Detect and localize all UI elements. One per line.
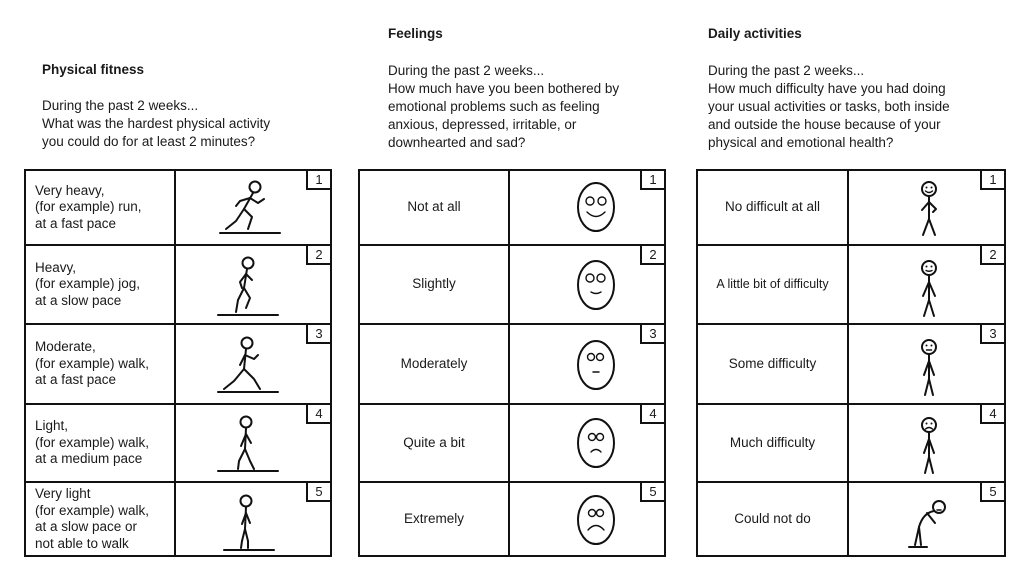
slightly-worried-face-icon: [577, 260, 615, 310]
option-number: 5: [306, 483, 330, 502]
neutral-figure-icon: [921, 339, 937, 396]
jogging-figure-icon: [217, 256, 279, 316]
option-number: 5: [640, 483, 664, 502]
option-number: 4: [306, 405, 330, 424]
table-row[interactable]: Quite a bit 4: [360, 403, 664, 481]
sad-face-icon: [577, 495, 615, 545]
question-line: During the past 2 weeks...: [42, 98, 199, 113]
question-line: and outside the house because of your: [708, 117, 941, 132]
option-label: Not at all: [360, 171, 510, 244]
option-label: Could not do: [698, 483, 849, 555]
slumped-figure-icon: [908, 500, 946, 548]
feelings-table: Not at all 1 Slightly 2: [358, 169, 666, 557]
daily-activities-question: During the past 2 weeks... How much diff…: [708, 62, 950, 152]
option-label: Slightly: [360, 246, 510, 323]
table-row[interactable]: Moderate, (for example) walk, at a fast …: [26, 323, 330, 403]
option-label: No difficult at all: [698, 171, 849, 244]
question-line: During the past 2 weeks...: [388, 63, 545, 78]
option-picture: 1: [510, 171, 664, 244]
question-line: emotional problems such as feeling: [388, 99, 600, 114]
option-picture: 4: [510, 405, 664, 481]
option-number: 3: [980, 325, 1004, 344]
option-number: 2: [640, 246, 664, 265]
neutral-face-icon: [577, 340, 615, 390]
option-number: 5: [980, 483, 1004, 502]
table-row[interactable]: Very light (for example) walk, at a slow…: [26, 481, 330, 555]
table-row[interactable]: Slightly 2: [360, 244, 664, 323]
option-label: Moderately: [360, 325, 510, 403]
table-row[interactable]: Extremely 5: [360, 481, 664, 555]
option-picture: 3: [510, 325, 664, 403]
option-number: 2: [980, 246, 1004, 265]
physical-fitness-question: During the past 2 weeks... What was the …: [42, 97, 270, 151]
option-picture: 1: [176, 171, 330, 244]
option-label: Light, (for example) walk, at a medium p…: [26, 405, 176, 481]
question-line: What was the hardest physical activity: [42, 116, 271, 131]
table-row[interactable]: Very heavy, (for example) run, at a fast…: [26, 171, 330, 244]
table-row[interactable]: Heavy, (for example) jog, at a slow pace…: [26, 244, 330, 323]
feelings-question: During the past 2 weeks... How much have…: [388, 62, 619, 152]
option-number: 3: [306, 325, 330, 344]
option-number: 4: [980, 405, 1004, 424]
option-label: Quite a bit: [360, 405, 510, 481]
fast-walking-figure-icon: [217, 336, 279, 393]
running-figure-icon: [219, 180, 281, 234]
feelings-title: Feelings: [388, 26, 443, 41]
table-row[interactable]: Moderately 3: [360, 323, 664, 403]
question-line: During the past 2 weeks...: [708, 63, 865, 78]
option-picture: 1: [849, 171, 1004, 244]
option-picture: 4: [849, 405, 1004, 481]
option-label: Much difficulty: [698, 405, 849, 481]
option-number: 1: [980, 171, 1004, 190]
option-number: 4: [640, 405, 664, 424]
question-line: physical and emotional health?: [708, 135, 894, 150]
daily-activities-title: Daily activities: [708, 26, 802, 41]
table-row[interactable]: Much difficulty 4: [698, 403, 1004, 481]
option-label: Extremely: [360, 483, 510, 555]
option-picture: 5: [510, 483, 664, 555]
cheerful-figure-icon: [921, 181, 937, 236]
table-row[interactable]: Could not do 5: [698, 481, 1004, 555]
question-line: anxious, depressed, irritable, or: [388, 117, 577, 132]
question-line: your usual activities or tasks, both ins…: [708, 99, 950, 114]
option-label: Very light (for example) walk, at a slow…: [26, 483, 176, 555]
option-picture: 3: [176, 325, 330, 403]
physical-fitness-table: Very heavy, (for example) run, at a fast…: [24, 169, 332, 557]
option-picture: 5: [176, 483, 330, 555]
option-label: A little bit of difficulty: [698, 246, 849, 323]
option-label: Heavy, (for example) jog, at a slow pace: [26, 246, 176, 323]
physical-fitness-title: Physical fitness: [42, 62, 145, 77]
option-picture: 2: [176, 246, 330, 323]
table-row[interactable]: A little bit of difficulty 2: [698, 244, 1004, 323]
content-figure-icon: [921, 260, 937, 317]
option-picture: 2: [510, 246, 664, 323]
standing-figure-icon: [223, 494, 275, 551]
option-picture: 3: [849, 325, 1004, 403]
table-row[interactable]: No difficult at all 1: [698, 171, 1004, 244]
option-number: 1: [306, 171, 330, 190]
option-label: Moderate, (for example) walk, at a fast …: [26, 325, 176, 403]
question-line: you could do for at least 2 minutes?: [42, 134, 256, 149]
table-row[interactable]: Light, (for example) walk, at a medium p…: [26, 403, 330, 481]
daily-activities-table: No difficult at all 1 A little bit of di…: [696, 169, 1006, 557]
option-picture: 5: [849, 483, 1004, 555]
frowning-face-icon: [577, 418, 615, 468]
question-line: How much have you been bothered by: [388, 81, 620, 96]
walking-figure-icon: [217, 415, 279, 472]
question-line: How much difficulty have you had doing: [708, 81, 946, 96]
unhappy-figure-icon: [921, 417, 937, 474]
option-number: 1: [640, 171, 664, 190]
option-number: 2: [306, 246, 330, 265]
table-row[interactable]: Not at all 1: [360, 171, 664, 244]
option-label: Very heavy, (for example) run, at a fast…: [26, 171, 176, 244]
option-picture: 4: [176, 405, 330, 481]
table-row[interactable]: Some difficulty 3: [698, 323, 1004, 403]
option-number: 3: [640, 325, 664, 344]
option-picture: 2: [849, 246, 1004, 323]
question-line: downhearted and sad?: [388, 135, 526, 150]
smiling-face-icon: [577, 182, 615, 232]
option-label: Some difficulty: [698, 325, 849, 403]
